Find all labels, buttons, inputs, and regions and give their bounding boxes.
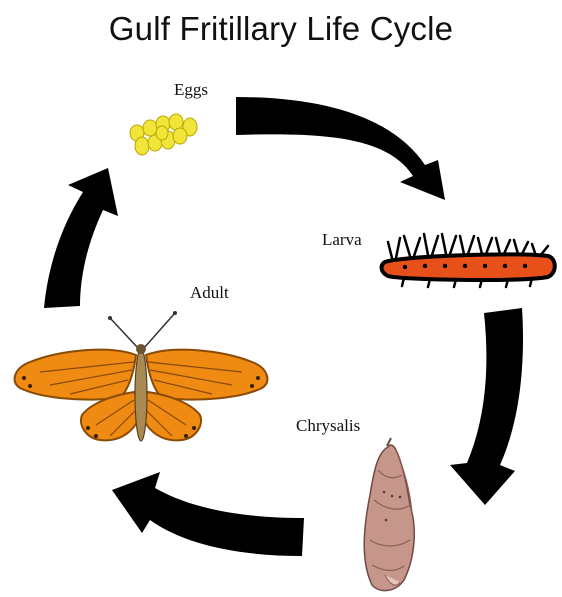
butterfly-icon [15,311,268,441]
caterpillar-icon [382,234,555,287]
arrow-adult-to-eggs [44,168,118,308]
chrysalis-icon [364,438,414,591]
arrow-chrysalis-to-adult [112,472,304,556]
eggs-icon [130,114,197,155]
arrow-larva-to-chrysalis [450,308,523,505]
arrow-eggs-to-larva [236,97,445,200]
